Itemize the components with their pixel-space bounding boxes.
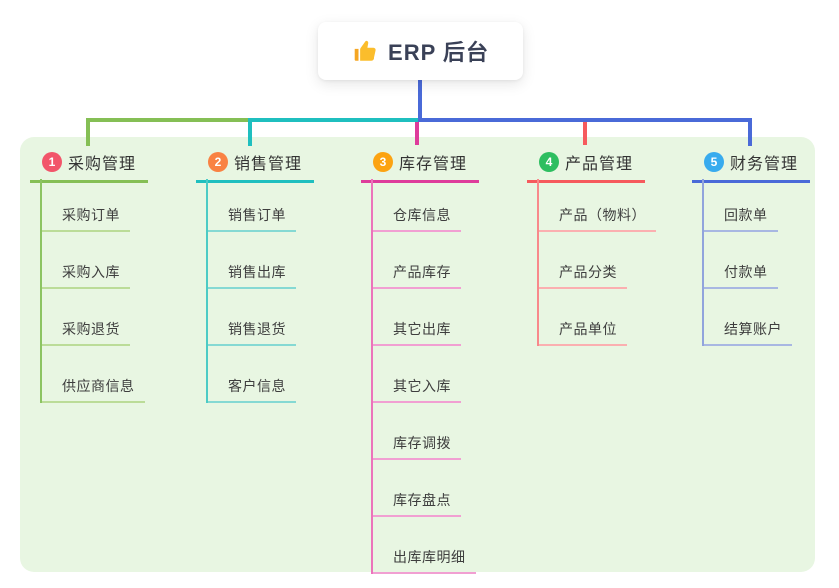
child-node[interactable]: 采购退货 — [42, 289, 130, 346]
child-node[interactable]: 付款单 — [704, 232, 778, 289]
branch-inventory-children: 仓库信息 产品库存 其它出库 其它入库 库存调拨 库存盘点 出库库明细 — [371, 179, 476, 574]
child-label: 回款单 — [724, 207, 768, 223]
branch-inventory-node[interactable]: 3 库存管理 — [361, 150, 479, 183]
child-label: 仓库信息 — [393, 207, 451, 223]
connector-bus-green — [86, 118, 252, 122]
child-label: 采购退货 — [62, 321, 120, 337]
connector-root-stem — [418, 80, 422, 118]
child-node[interactable]: 销售出库 — [208, 232, 296, 289]
branch-purchase: 1 采购管理 采购订单 采购入库 采购退货 供应商信息 — [30, 150, 148, 403]
mindmap-background — [20, 137, 815, 572]
connector-drop-sales — [248, 118, 252, 146]
child-node[interactable]: 出库库明细 — [373, 517, 476, 574]
branch-product-label: 产品管理 — [565, 156, 634, 173]
branch-purchase-children: 采购订单 采购入库 采购退货 供应商信息 — [40, 179, 145, 403]
child-node[interactable]: 供应商信息 — [42, 346, 145, 403]
child-label: 产品（物料） — [559, 207, 646, 223]
branch-inventory: 3 库存管理 仓库信息 产品库存 其它出库 其它入库 库存调拨 库存盘点 出库库… — [361, 150, 479, 574]
child-label: 其它出库 — [393, 321, 451, 337]
child-label: 付款单 — [724, 264, 768, 280]
child-node[interactable]: 产品库存 — [373, 232, 461, 289]
badge-1: 1 — [42, 152, 62, 172]
branch-sales-label: 销售管理 — [234, 156, 303, 173]
branch-product-node[interactable]: 4 产品管理 — [527, 150, 645, 183]
thumbs-up-icon — [354, 40, 376, 61]
connector-bus-blue — [418, 118, 752, 122]
root-title: ERP 后台 — [388, 40, 489, 65]
child-label: 采购入库 — [62, 264, 120, 280]
connector-drop-purchase — [86, 118, 90, 146]
connector-drop-finance — [748, 118, 752, 146]
connector-bus-teal — [250, 118, 420, 122]
connector-drop-inventory — [415, 122, 419, 145]
child-label: 其它入库 — [393, 378, 451, 394]
branch-sales: 2 销售管理 销售订单 销售出库 销售退货 客户信息 — [196, 150, 314, 403]
branch-purchase-node[interactable]: 1 采购管理 — [30, 150, 148, 183]
child-node[interactable]: 销售订单 — [208, 179, 296, 232]
child-node[interactable]: 其它入库 — [373, 346, 461, 403]
branch-purchase-label: 采购管理 — [68, 156, 137, 173]
child-node[interactable]: 客户信息 — [208, 346, 296, 403]
child-node[interactable]: 其它出库 — [373, 289, 461, 346]
badge-3: 3 — [373, 152, 393, 172]
child-label: 供应商信息 — [62, 378, 135, 394]
branch-sales-children: 销售订单 销售出库 销售退货 客户信息 — [206, 179, 296, 403]
child-node[interactable]: 产品（物料） — [539, 179, 656, 232]
child-node[interactable]: 回款单 — [704, 179, 778, 232]
child-label: 产品库存 — [393, 264, 451, 280]
child-node[interactable]: 库存调拨 — [373, 403, 461, 460]
child-label: 库存盘点 — [393, 492, 451, 508]
branch-sales-node[interactable]: 2 销售管理 — [196, 150, 314, 183]
branch-inventory-label: 库存管理 — [399, 156, 468, 173]
child-node[interactable]: 结算账户 — [704, 289, 792, 346]
child-label: 产品分类 — [559, 264, 617, 280]
child-node[interactable]: 采购订单 — [42, 179, 130, 232]
child-node[interactable]: 仓库信息 — [373, 179, 461, 232]
connector-drop-product — [583, 122, 587, 145]
child-label: 销售出库 — [228, 264, 286, 280]
child-label: 销售退货 — [228, 321, 286, 337]
branch-finance-node[interactable]: 5 财务管理 — [692, 150, 810, 183]
child-label: 产品单位 — [559, 321, 617, 337]
badge-4: 4 — [539, 152, 559, 172]
badge-2: 2 — [208, 152, 228, 172]
child-node[interactable]: 销售退货 — [208, 289, 296, 346]
child-label: 结算账户 — [724, 321, 782, 337]
child-label: 客户信息 — [228, 378, 286, 394]
child-node[interactable]: 产品单位 — [539, 289, 627, 346]
badge-5: 5 — [704, 152, 724, 172]
branch-finance: 5 财务管理 回款单 付款单 结算账户 — [692, 150, 810, 346]
child-label: 销售订单 — [228, 207, 286, 223]
branch-finance-children: 回款单 付款单 结算账户 — [702, 179, 792, 346]
branch-finance-label: 财务管理 — [730, 156, 799, 173]
child-label: 采购订单 — [62, 207, 120, 223]
root-node[interactable]: ERP 后台 — [318, 22, 523, 80]
child-node[interactable]: 采购入库 — [42, 232, 130, 289]
branch-product: 4 产品管理 产品（物料） 产品分类 产品单位 — [527, 150, 656, 346]
child-node[interactable]: 产品分类 — [539, 232, 627, 289]
child-label: 出库库明细 — [393, 549, 466, 565]
branch-product-children: 产品（物料） 产品分类 产品单位 — [537, 179, 656, 346]
child-label: 库存调拨 — [393, 435, 451, 451]
child-node[interactable]: 库存盘点 — [373, 460, 461, 517]
